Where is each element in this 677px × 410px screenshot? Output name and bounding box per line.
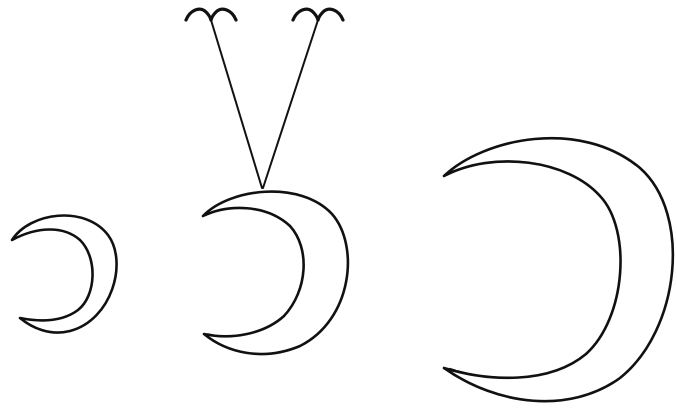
small-crescent: [12, 216, 117, 333]
small-crescent-inner-edge: [14, 229, 93, 320]
large-crescent-inner-edge: [447, 161, 621, 378]
large-crescent: [444, 138, 673, 401]
large-crescent-shape: [444, 138, 673, 401]
left-hook-icon: [186, 9, 236, 20]
right-string: [263, 20, 318, 188]
suspension: [186, 9, 343, 188]
medium-crescent: [203, 192, 348, 354]
left-string: [211, 20, 262, 188]
right-hook-icon: [293, 9, 343, 20]
